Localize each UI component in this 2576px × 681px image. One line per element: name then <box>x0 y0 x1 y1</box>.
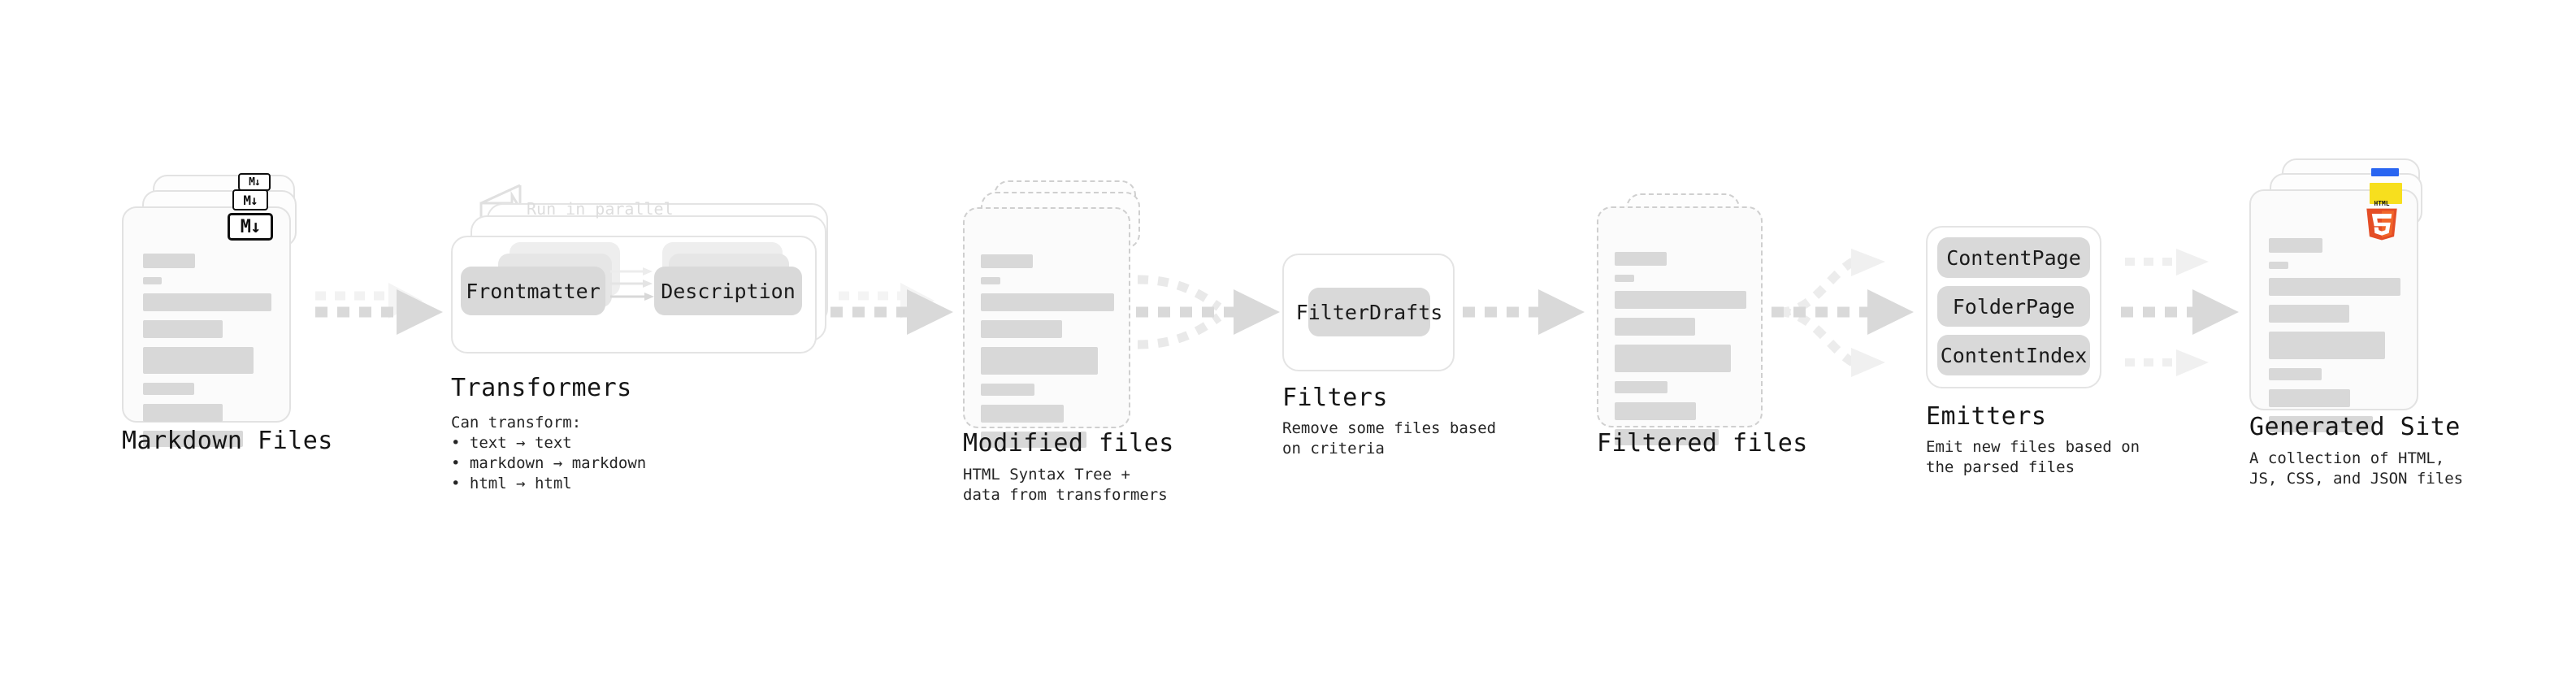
js-icon <box>2370 183 2402 204</box>
site-card-front <box>2249 189 2418 432</box>
transformer-inner-arrows <box>610 267 654 301</box>
stage-title-filtered-files: Filtered files <box>1597 429 1808 458</box>
pill-contentpage-label: ContentPage <box>1946 245 2081 270</box>
stage-transformers: Frontmatter Description <box>451 203 841 366</box>
file-content-lines <box>143 254 271 456</box>
pill-folderpage[interactable]: FolderPage <box>1937 286 2090 327</box>
connector-markdown-to-transformers-main <box>315 289 443 335</box>
stage-title-filters: Filters <box>1282 384 1388 412</box>
stage-filtered-files <box>1597 193 1792 445</box>
stage-desc-emitters: Emit new files based on the parsed files <box>1926 438 2140 476</box>
connector-filtered-to-emitters <box>1772 249 1914 377</box>
connector-markdown-to-transformers <box>315 283 423 319</box>
stage-title-emitters: Emitters <box>1926 402 2047 431</box>
markdown-icon-mid: M↓ <box>232 189 268 210</box>
pill-contentpage[interactable]: ContentPage <box>1937 237 2090 278</box>
connector-emitters-to-site <box>2121 249 2239 376</box>
stage-generated-site: HTML <box>2249 158 2452 432</box>
pill-frontmatter-label: Frontmatter <box>466 279 601 303</box>
stage-desc-filters: Remove some files based on criteria <box>1282 419 1497 458</box>
stage-emitters: ContentPage FolderPage ContentIndex <box>1926 226 2121 405</box>
stage-modified-files <box>963 180 1158 448</box>
run-in-parallel-label: Run in parallel <box>527 199 674 219</box>
pill-contentindex-label: ContentIndex <box>1940 343 2088 367</box>
pill-contentindex[interactable]: ContentIndex <box>1937 335 2090 375</box>
markdown-icon-back: M↓ <box>238 173 271 191</box>
pill-filterdrafts[interactable]: FilterDrafts <box>1296 288 1442 336</box>
stage-title-modified-files: Modified files <box>963 429 1174 458</box>
connector-transformers-to-modified-main <box>830 289 953 335</box>
pill-folderpage-label: FolderPage <box>1952 294 2075 319</box>
file-card-front <box>122 206 291 447</box>
pill-description[interactable]: Description <box>654 267 802 315</box>
filtered-content-lines <box>1615 252 1746 454</box>
svg-text:HTML: HTML <box>2374 200 2389 207</box>
markdown-icon-label: M↓ <box>240 216 261 237</box>
filtered-card-front <box>1597 206 1763 445</box>
site-content-lines <box>2269 238 2400 441</box>
markdown-icon: M↓ <box>228 213 273 241</box>
pill-description-label: Description <box>661 279 796 303</box>
stage-desc-transformers: Can transform: • text → text • markdown … <box>451 414 647 492</box>
stage-desc-modified-files: HTML Syntax Tree + data from transformer… <box>963 466 1168 504</box>
modified-content-lines <box>981 254 1114 457</box>
stage-filters: FilterDrafts <box>1282 254 1461 375</box>
html5-icon: HTML <box>2366 200 2397 241</box>
connector-filters-to-filtered <box>1463 289 1585 335</box>
connector-transformers-to-modified <box>839 283 935 319</box>
modified-card-front <box>963 207 1130 448</box>
css-icon <box>2371 168 2399 176</box>
stage-desc-generated-site: A collection of HTML, JS, CSS, and JSON … <box>2249 449 2464 488</box>
stage-title-transformers: Transformers <box>451 374 632 402</box>
pill-frontmatter[interactable]: Frontmatter <box>461 267 605 315</box>
stage-title-generated-site: Generated Site <box>2249 413 2461 441</box>
pill-filterdrafts-label: FilterDrafts <box>1295 300 1443 324</box>
stage-title-markdown-files: Markdown Files <box>122 427 333 455</box>
stage-markdown-files: M↓ M↓ M↓ <box>122 173 317 447</box>
